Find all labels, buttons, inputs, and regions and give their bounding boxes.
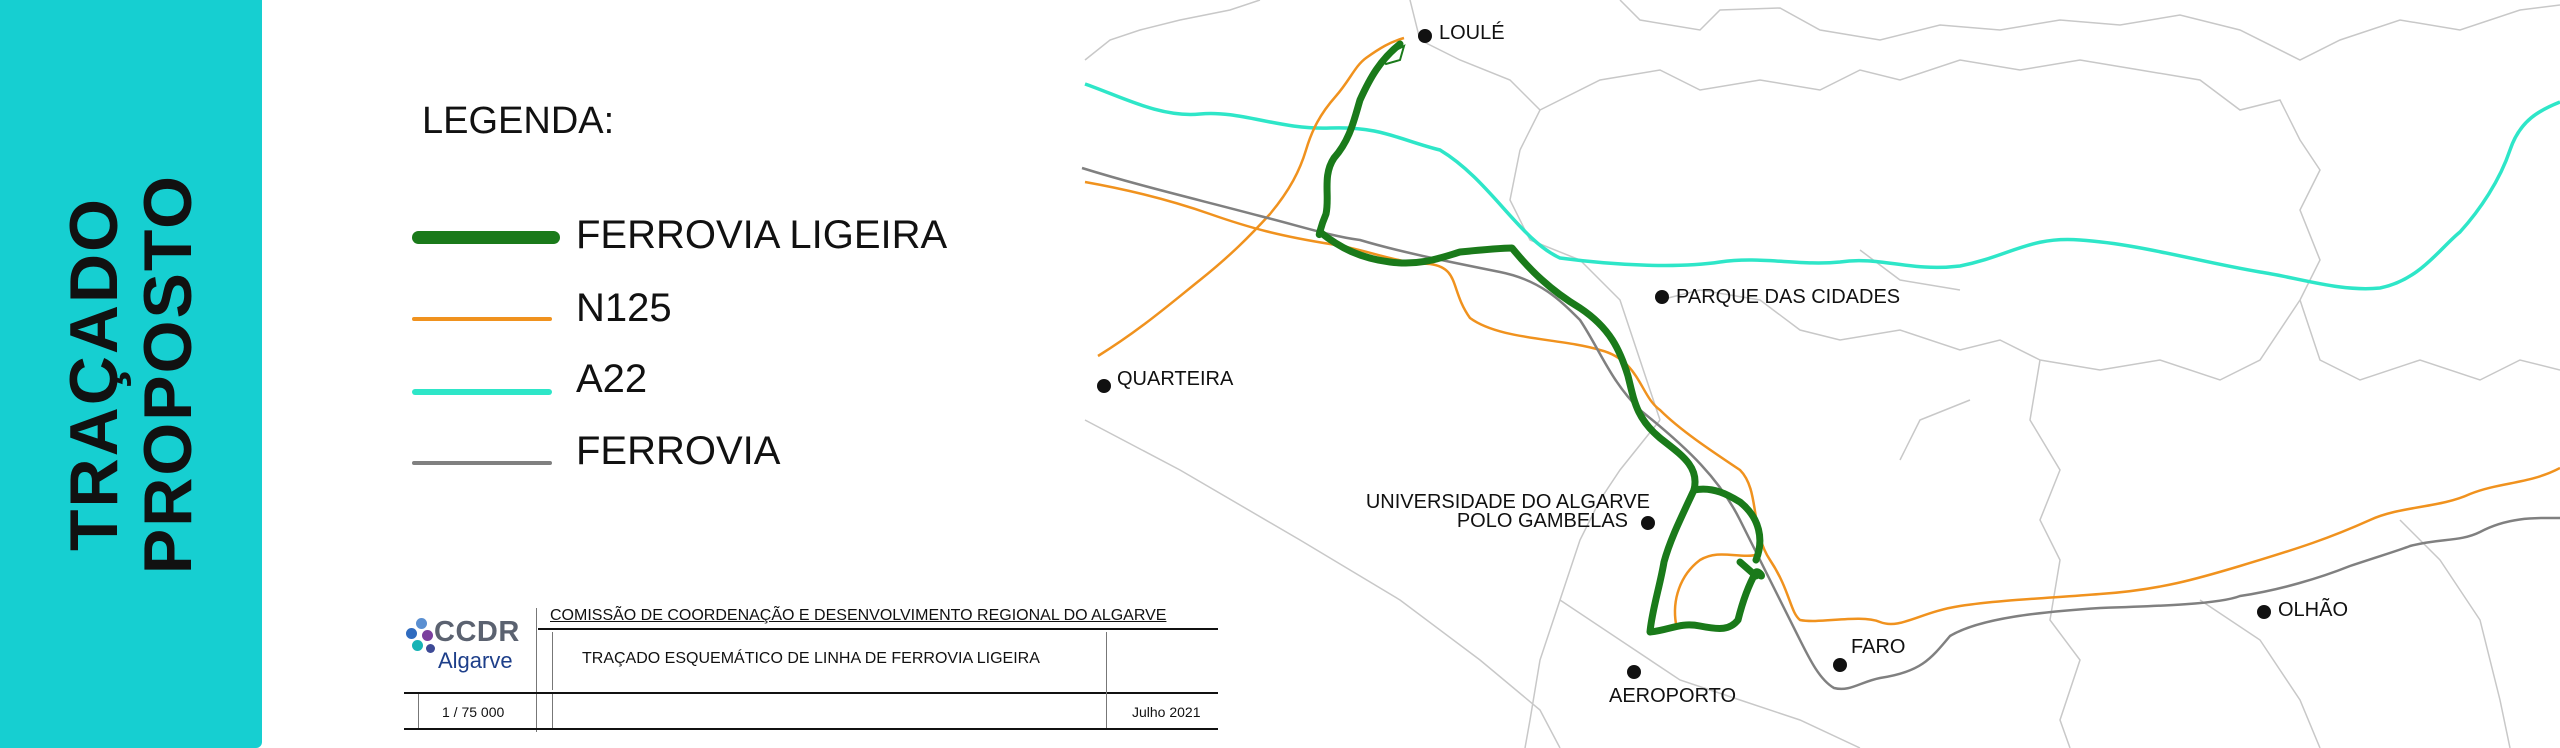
place-dot-universidade [1641,516,1655,530]
loule-loop-line [1382,44,1406,66]
legend-swatch-n125 [412,317,552,321]
logo-algarve-text: Algarve [438,648,513,673]
place-label-faro: FARO [1851,636,1905,658]
title-block-divider [536,608,537,732]
legend-item-ferrovia: FERROVIA [412,426,972,476]
legend-title: LEGENDA: [422,100,615,142]
date-value: Julho 2021 [1132,704,1201,720]
title-block-divider [418,694,419,728]
logo-dot-icon [422,630,433,641]
place-label-universidade: UNIVERSIDADE DO ALGARVE [1366,491,1650,513]
place-dot-aeroporto [1627,665,1641,679]
title-block: CCDR Algarve COMISSÃO DE COORDENAÇÃO E D… [404,600,1218,732]
title-block-divider [536,694,537,728]
a22-road-line [1084,82,2560,291]
legend-swatch-ferrovia-ligeira [412,231,560,244]
title-block-divider [552,694,553,728]
place-dot-loule [1418,29,1432,43]
place-markers [1097,29,2271,679]
logo-ccdr-text: CCDR [434,616,520,648]
place-label-aeroporto: AEROPORTO [1609,685,1736,707]
n125-road-line [1084,180,2560,626]
place-dot-faro [1833,658,1847,672]
municipal-boundaries [1084,0,2560,748]
place-label-quarteira: QUARTEIRA [1117,368,1234,390]
n125-airport-link [1673,552,1761,625]
place-dot-parque-das-cidades [1655,290,1669,304]
legend-label: FERROVIA [576,429,781,473]
title-block-rule [538,628,1218,630]
place-label-olhao: OLHÃO [2278,597,2348,621]
legend-item-ferrovia-ligeira: FERROVIA LIGEIRA [412,210,972,260]
legend-swatch-ferrovia [412,461,552,465]
organization-name: COMISSÃO DE COORDENAÇÃO E DESENVOLVIMENT… [550,607,1167,624]
drawing-subject: TRAÇADO ESQUEMÁTICO DE LINHA DE FERROVIA… [582,650,1040,667]
scale-value: 1 / 75 000 [442,704,505,720]
legend-swatch-a22 [412,389,552,395]
place-label-loule: LOULÉ [1439,21,1505,44]
ccdr-logo: CCDR Algarve [404,614,530,684]
ferrovia-ligeira-line [1315,40,1765,636]
title-block-divider [1106,632,1107,728]
logo-dot-icon [426,644,435,653]
title-block-rule [404,728,1218,730]
legend-item-a22: A22 [412,354,972,404]
logo-dot-icon [412,640,423,651]
legend-item-n125: N125 [412,283,972,333]
n125-branch-line [1097,36,1405,358]
title-block-divider [552,632,553,690]
legend-label: A22 [576,357,648,401]
place-dot-olhao [2257,605,2271,619]
logo-dot-icon [416,618,427,629]
side-banner: TRAÇADO PROPOSTO [0,0,262,748]
legend-label: N125 [576,286,672,330]
title-block-rule [404,692,1218,694]
place-label-polo-gambelas: POLO GAMBELAS [1457,510,1628,532]
place-dot-quarteira [1097,379,1111,393]
place-label-parque-das-cidades: PARQUE DAS CIDADES [1676,286,1900,308]
legend-label: FERROVIA LIGEIRA [576,213,948,257]
ferrovia-rail-line [1081,166,2560,691]
logo-dot-icon [406,628,417,639]
